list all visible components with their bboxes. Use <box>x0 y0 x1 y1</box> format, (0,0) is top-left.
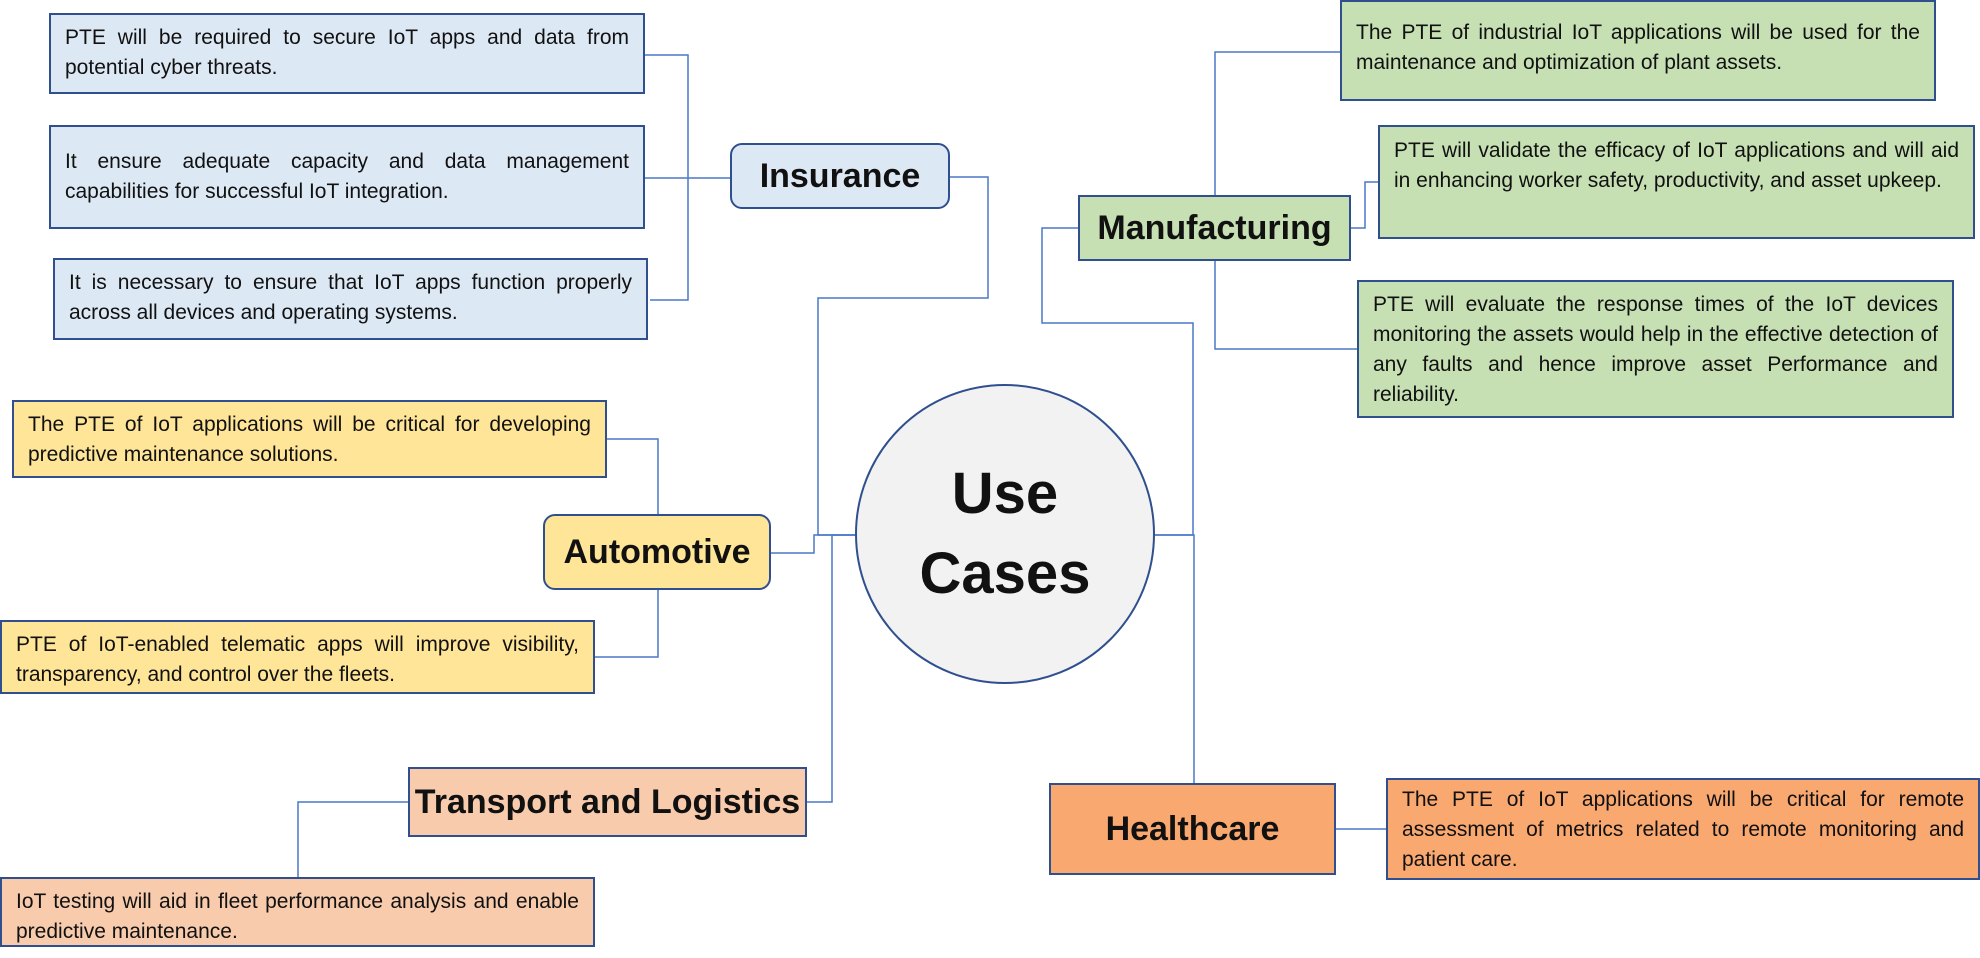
insurance-note-2: It ensure adequate capacity and data man… <box>49 125 645 229</box>
insurance-note-3: It is necessary to ensure that IoT apps … <box>53 258 648 340</box>
connector-transport-center <box>807 534 855 803</box>
manufacturing-note-3: PTE will evaluate the response times of … <box>1357 280 1954 418</box>
connector-healthcare-center <box>1155 534 1195 783</box>
insurance-note-1: PTE will be required to secure IoT apps … <box>49 13 645 94</box>
connector-manufacturing-note2 <box>1351 181 1378 229</box>
insurance-node: Insurance <box>730 143 950 209</box>
manufacturing-node: Manufacturing <box>1078 195 1351 261</box>
center-label-line2: Cases <box>919 541 1091 606</box>
automotive-note-2: PTE of IoT-enabled telematic apps will i… <box>0 620 595 694</box>
automotive-node: Automotive <box>543 514 771 590</box>
connector-manufacturing-note3 <box>1214 260 1357 350</box>
automotive-note-1: The PTE of IoT applications will be crit… <box>12 400 607 478</box>
healthcare-node: Healthcare <box>1049 783 1336 875</box>
connector-manufacturing-note1 <box>1214 51 1340 195</box>
connector-automotive-note1 <box>607 438 659 515</box>
manufacturing-note-1: The PTE of industrial IoT applications w… <box>1340 0 1936 101</box>
connector-automotive-note2 <box>595 589 659 658</box>
manufacturing-note-2: PTE will validate the efficacy of IoT ap… <box>1378 125 1975 239</box>
transport-note: IoT testing will aid in fleet performanc… <box>0 877 595 947</box>
connector-transport-note <box>297 801 408 878</box>
connector-automotive-center <box>771 534 855 554</box>
center-label-line1: Use <box>951 461 1059 526</box>
transport-node: Transport and Logistics <box>408 767 807 837</box>
healthcare-note: The PTE of IoT applications will be crit… <box>1386 778 1980 880</box>
use-cases-center-node: Use Cases <box>855 384 1155 684</box>
